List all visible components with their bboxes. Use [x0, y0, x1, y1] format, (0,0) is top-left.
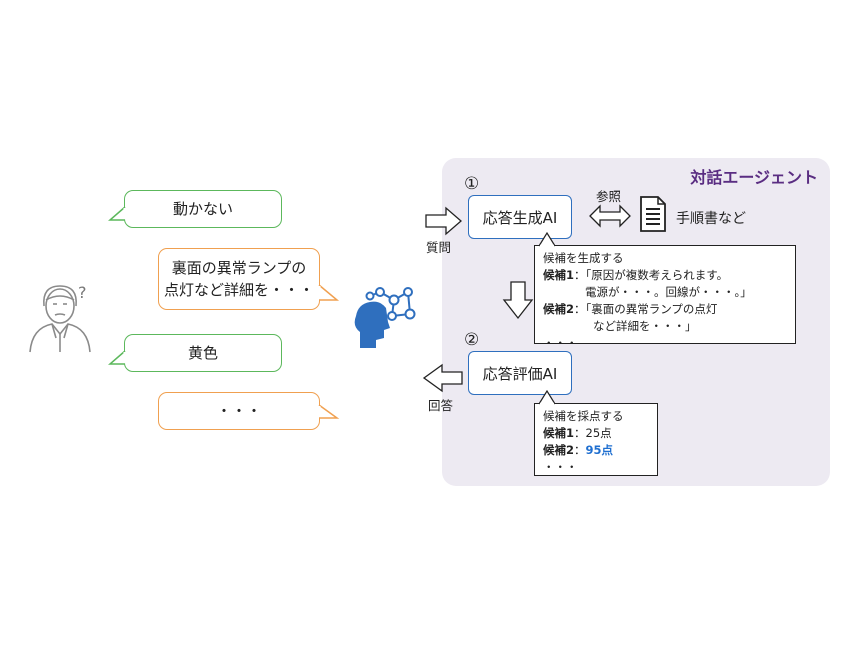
agent-bubble-1-line1: 裏面の異常ランプの [171, 259, 307, 277]
question-label: 質問 [426, 240, 452, 255]
response-generator-box: 応答生成AI [468, 195, 572, 239]
score-more: ・・・ [543, 460, 578, 474]
generate-heading: 候補を生成する [543, 251, 624, 265]
score-cand2-value: 95点 [585, 443, 614, 457]
ai-head-icon [354, 287, 416, 348]
user-bubble-1-tail [108, 206, 127, 221]
response-generator-label: 応答生成AI [482, 208, 558, 227]
user-bubble-1-text: 動かない [172, 200, 233, 218]
agent-title: 対話エージェント [690, 168, 818, 187]
step-2-number: ② [464, 330, 480, 350]
score-callout-pointer [538, 390, 556, 405]
generate-cand2-label: 候補2 [543, 302, 575, 316]
step-1-number: ① [464, 174, 480, 194]
response-evaluator-box: 応答評価AI [468, 351, 572, 395]
score-cand2-label: 候補2 [543, 443, 575, 457]
agent-bubble-1: 裏面の異常ランプの 点灯など詳細を・・・ [158, 248, 320, 310]
score-candidates-callout: 候補を採点する 候補1：25点 候補2：95点 ・・・ [534, 403, 658, 476]
agent-bubble-2-text: ・・・ [216, 402, 262, 420]
document-icon [640, 196, 666, 232]
generate-cand1-line2: 電源が・・・。回線が・・・。」 [585, 285, 752, 299]
score-heading: 候補を採点する [543, 409, 624, 423]
reference-label: 参照 [596, 189, 622, 204]
generate-cand2-line1: ：「裏面の異常ランプの点灯 [574, 302, 718, 316]
answer-arrow-icon [422, 363, 463, 393]
response-evaluator-label: 応答評価AI [482, 364, 558, 383]
generate-more: ・・・ [543, 336, 578, 350]
answer-label: 回答 [428, 398, 454, 413]
score-cand1-value: ：25点 [574, 426, 612, 440]
person-icon [29, 285, 91, 353]
agent-bubble-1-line2: 点灯など詳細を・・・ [163, 281, 314, 299]
user-bubble-2: 黄色 [124, 334, 282, 372]
manual-label: 手順書など [676, 211, 746, 227]
user-bubble-2-text: 黄色 [187, 344, 218, 362]
generate-cand1-label: 候補1 [543, 268, 575, 282]
question-mark: ? [78, 283, 87, 302]
user-bubble-1: 動かない [124, 190, 282, 228]
generate-cand1-line1: ：「原因が複数考えられます。 [574, 268, 729, 282]
user-bubble-2-tail [108, 350, 127, 365]
score-cand1-label: 候補1 [543, 426, 575, 440]
generate-candidates-callout: 候補を生成する 候補1：「原因が複数考えられます。 電源が・・・。回線が・・・。… [534, 245, 796, 350]
generate-callout-pointer [538, 232, 556, 247]
down-arrow-icon [502, 281, 534, 320]
agent-bubble-2: ・・・ [158, 392, 320, 430]
question-arrow-icon [425, 206, 462, 236]
generate-cand2-line2: など詳細を・・・」 [593, 319, 697, 333]
double-arrow-icon [589, 204, 631, 228]
agent-bubble-1-tail [317, 284, 340, 301]
score-cand2-sep: ： [574, 443, 586, 457]
agent-bubble-2-tail [317, 404, 340, 419]
